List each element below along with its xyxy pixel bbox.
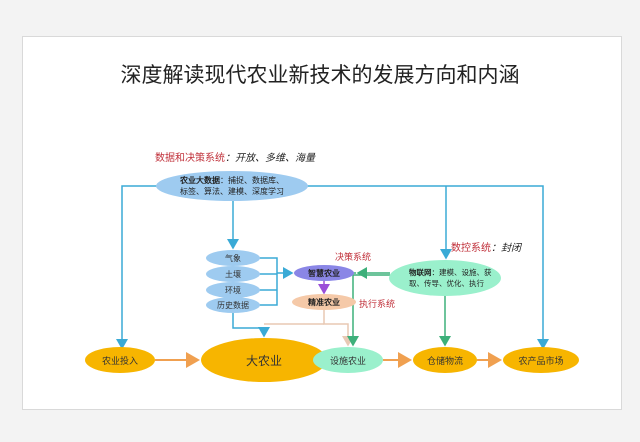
big-data-node: 农业大数据：捕捉、数据库、 标签、算法、建模、深度学习 [156, 171, 308, 201]
svg-text:气象: 气象 [225, 253, 241, 263]
svg-text:仓储物流: 仓储物流 [427, 355, 463, 367]
input-stack: 气象 土壤 环境 历史数据 [206, 250, 260, 313]
svg-text:标签、算法、建模、深度学习: 标签、算法、建模、深度学习 [180, 186, 284, 196]
chain-node-market: 农产品市场 [503, 347, 579, 373]
arrow-inputs-to-bigagri [232, 313, 270, 338]
svg-text:设施农业: 设施农业 [330, 355, 366, 367]
chain-node-logistics: 仓储物流 [413, 347, 477, 373]
arrow-precision-to-facility [323, 310, 354, 347]
arrow-inputs-to-smart [258, 257, 292, 306]
smart-agri-node: 智慧农业 [294, 265, 354, 281]
svg-text:智慧农业: 智慧农业 [308, 268, 340, 278]
input-node: 土壤 [206, 266, 260, 282]
svg-text:土壤: 土壤 [225, 269, 241, 279]
svg-text:农业大数据：捕捉、数据库、: 农业大数据：捕捉、数据库、 [179, 175, 284, 185]
nc-system-label: 数控系统：封闭 [451, 241, 523, 254]
execution-system-label: 执行系统 [359, 298, 395, 310]
svg-text:农产品市场: 农产品市场 [518, 355, 563, 367]
arrow-bigdata-to-input [116, 185, 157, 350]
chain-node-input: 农业投入 [85, 347, 155, 373]
arrow-iot-to-facility [347, 274, 390, 347]
input-node: 历史数据 [206, 297, 260, 313]
arrow-bigdata-to-market [307, 185, 549, 350]
input-node: 气象 [206, 250, 260, 266]
decision-system-label: 决策系统 [335, 251, 371, 263]
svg-text:历史数据: 历史数据 [217, 300, 249, 310]
connectors [116, 185, 549, 368]
value-chain: 农业投入 大农业 设施农业 仓储物流 农产品市场 [85, 338, 579, 382]
page-title: 深度解读现代农业新技术的发展方向和内涵 [121, 63, 520, 87]
svg-text:大农业: 大农业 [246, 354, 282, 368]
svg-text:物联网：建模、设施、获: 物联网：建模、设施、获 [409, 267, 492, 277]
input-node: 环境 [206, 282, 260, 298]
svg-text:环境: 环境 [225, 285, 241, 295]
chain-node-big-agri: 大农业 [201, 338, 327, 382]
svg-text:农业投入: 农业投入 [102, 355, 138, 367]
chain-node-facility: 设施农业 [313, 347, 383, 373]
data-decision-system-label: 数据和决策系统：开放、多维、海量 [155, 151, 316, 164]
svg-text:精准农业: 精准农业 [308, 297, 340, 307]
svg-text:取、传导、优化、执行: 取、传导、优化、执行 [409, 278, 484, 288]
iot-node: 物联网：建模、设施、获 取、传导、优化、执行 [389, 260, 501, 296]
precision-agri-node: 精准农业 [292, 294, 356, 310]
